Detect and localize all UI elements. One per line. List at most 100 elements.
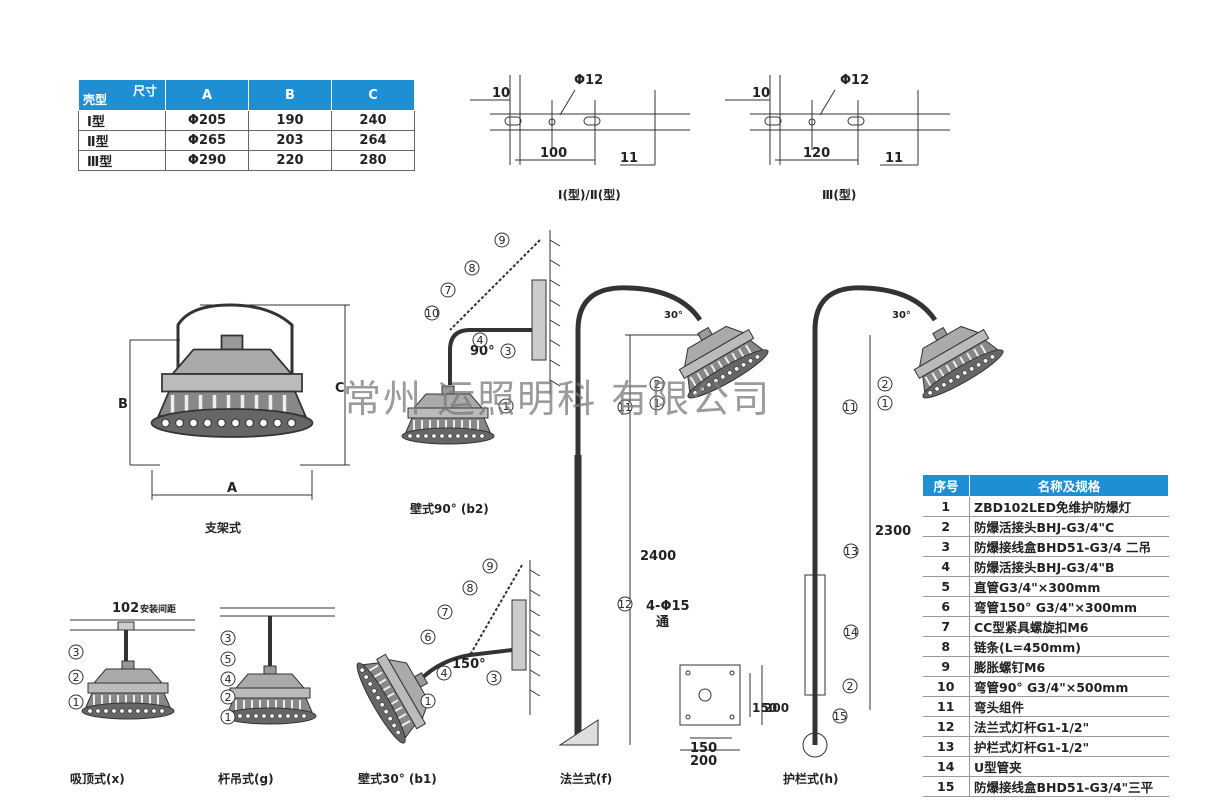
part-spec: 弯管90° G3/4"×500mm [969, 676, 1169, 697]
company-watermark: 常州 运照明科 有限公司 [343, 377, 772, 421]
part-no: 15 [922, 776, 970, 797]
part-no: 13 [922, 736, 970, 757]
svg-text:9: 9 [499, 234, 506, 247]
part-spec: 法兰式灯杆G1-1/2" [969, 716, 1169, 737]
part-spec: 护栏式灯杆G1-1/2" [969, 736, 1169, 757]
callout: 12 [617, 596, 633, 612]
part-no: 12 [922, 716, 970, 737]
svg-text:1: 1 [425, 695, 432, 708]
dim-10-left: 10 [492, 86, 510, 101]
callout: 14 [843, 624, 859, 640]
svg-text:7: 7 [442, 606, 449, 619]
svg-text:3: 3 [73, 646, 80, 659]
dim-11-left: 11 [620, 151, 638, 166]
callout: 5 [220, 651, 236, 667]
callout: 1 [68, 694, 84, 710]
part-no: 1 [922, 496, 970, 517]
callout: 8 [462, 580, 478, 596]
svg-text:2: 2 [225, 691, 232, 704]
angle-90: 90° [470, 344, 495, 359]
flange-200: 200 [690, 754, 717, 769]
caption-wall30: 壁式30° (b1) [358, 772, 437, 786]
dimension-table-header: 尺寸 壳型 A B C [78, 79, 415, 111]
callout: 4 [220, 671, 236, 687]
cell-c: 264 [331, 130, 415, 151]
svg-text:4: 4 [441, 667, 448, 680]
svg-text:4: 4 [477, 334, 484, 347]
part-no: 8 [922, 636, 970, 657]
height-2300: 2300 [875, 524, 911, 539]
part-spec: 防爆接线盒BHD51-G3/4 二吊 [969, 536, 1169, 557]
callout: 8 [464, 260, 480, 276]
wall-90-mount [401, 230, 561, 445]
flange-holes: 4-Φ15 [646, 599, 690, 614]
header-no: 序号 [922, 474, 970, 497]
callout: 10 [424, 305, 440, 321]
header-c: C [331, 79, 415, 111]
callout: 1 [649, 395, 665, 411]
part-no: 10 [922, 676, 970, 697]
svg-text:3: 3 [491, 672, 498, 685]
part-spec: 链条(L=450mm) [969, 636, 1169, 657]
svg-text:11: 11 [843, 401, 857, 414]
part-spec: 防爆活接头BHJ-G3/4"C [969, 516, 1169, 537]
row-type: Ⅲ型 [78, 150, 166, 171]
svg-text:1: 1 [654, 397, 661, 410]
svg-text:13: 13 [844, 545, 858, 558]
callout: 1 [877, 395, 893, 411]
svg-text:14: 14 [844, 626, 858, 639]
svg-text:3: 3 [505, 345, 512, 358]
dim-phi12-left: Φ12 [574, 73, 603, 88]
part-spec: 防爆活接头BHJ-G3/4"B [969, 556, 1169, 577]
svg-text:7: 7 [445, 284, 452, 297]
cell-c: 280 [331, 150, 415, 171]
svg-text:2: 2 [882, 378, 889, 391]
svg-text:3: 3 [225, 632, 232, 645]
svg-text:5: 5 [225, 653, 232, 666]
part-no: 5 [922, 576, 970, 597]
part-no: 2 [922, 516, 970, 537]
bracket-detail-right [725, 75, 950, 166]
dim-label-c: C [335, 381, 345, 396]
part-no: 11 [922, 696, 970, 717]
bracket-detail-left [470, 75, 690, 166]
svg-text:4: 4 [225, 673, 232, 686]
dim-120: 120 [803, 146, 830, 161]
table-row: Ⅱ型 Φ265 203 264 [78, 130, 415, 151]
callout: 1 [220, 709, 236, 725]
svg-text:2: 2 [847, 680, 854, 693]
callout: 3 [486, 670, 502, 686]
caption-bracket: 支架式 [205, 521, 242, 535]
dimension-table: 尺寸 壳型 A B C Ⅰ型 Φ205 190 240 Ⅱ型 Φ265 203 … [78, 79, 415, 171]
parts-table-header: 序号 名称及规格 [922, 474, 1169, 497]
angle-150: 150° [452, 657, 486, 672]
cell-b: 190 [248, 110, 332, 131]
dim-10-right: 10 [752, 86, 770, 101]
part-no: 4 [922, 556, 970, 577]
dim-phi12-right: Φ12 [840, 73, 869, 88]
svg-text:2: 2 [654, 378, 661, 391]
flange-side-200: 200 [764, 701, 789, 715]
caption-pendant: 杆吊式(g) [218, 772, 274, 786]
caption-ceiling: 吸顶式(x) [70, 772, 125, 786]
angle-30-flange: 30° [664, 310, 683, 321]
svg-text:11: 11 [618, 401, 632, 414]
caption-bracket-right: Ⅲ(型) [822, 188, 857, 202]
corner-label-size: 尺寸 [132, 84, 157, 98]
flange-pole [558, 285, 773, 746]
part-no: 6 [922, 596, 970, 617]
svg-text:12: 12 [618, 598, 632, 611]
svg-text:1: 1 [503, 400, 510, 413]
callout: 9 [494, 232, 510, 248]
header-spec: 名称及规格 [969, 474, 1169, 497]
dim-label-a: A [227, 481, 237, 496]
callout: 4 [472, 332, 488, 348]
callout: 9 [482, 558, 498, 574]
